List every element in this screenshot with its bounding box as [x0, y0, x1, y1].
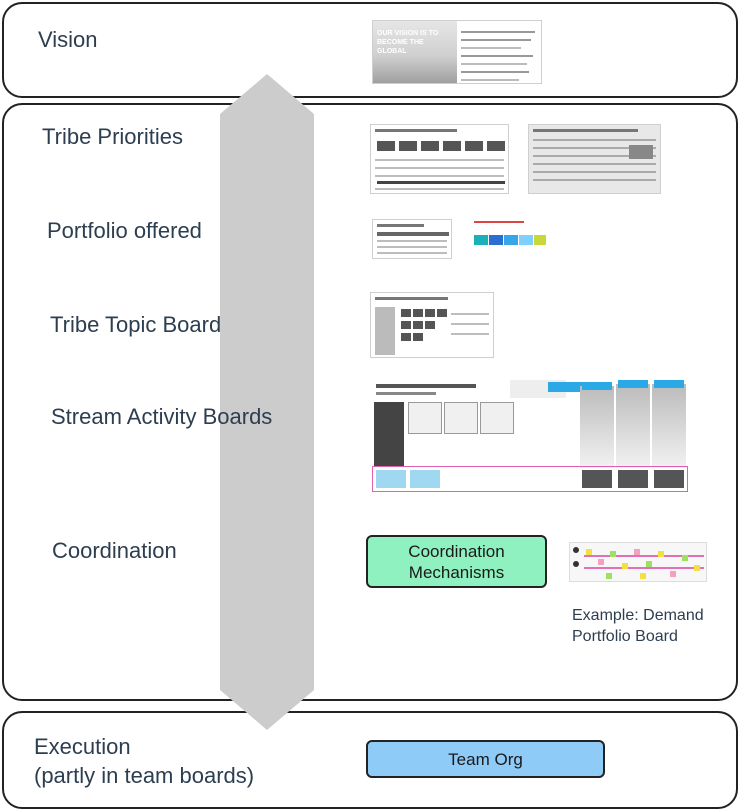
team-org-box: Team Org [366, 740, 605, 778]
vision-label: Vision [38, 27, 98, 52]
vision-panel [2, 2, 738, 98]
coordination-label: Coordination [52, 538, 177, 563]
tribe-priorities-label: Tribe Priorities [42, 124, 183, 149]
city-photo [373, 21, 457, 83]
vision-image-thumbnail: OUR VISION IS TO BECOME THE GLOBAL [372, 20, 542, 84]
tribe-priorities-thumbnail-2 [528, 124, 661, 194]
tribe-topic-board-thumbnail [370, 292, 494, 358]
example-caption-line1: Example: Demand [572, 607, 704, 624]
vision-image-line2: BECOME THE [377, 39, 424, 46]
demand-portfolio-board-thumbnail [569, 542, 707, 582]
tribe-topic-board-label: Tribe Topic Board [50, 312, 222, 337]
coordination-mechanisms-line2: Mechanisms [408, 562, 505, 582]
stream-activity-boards-label: Stream Activity Boards [51, 404, 273, 429]
example-caption: Example: Demand Portfolio Board [572, 605, 704, 647]
example-caption-line2: Portfolio Board [572, 628, 678, 645]
vision-image-line3: GLOBAL [377, 48, 407, 55]
portfolio-offered-label: Portfolio offered [47, 218, 202, 243]
execution-label: Execution [34, 734, 131, 759]
execution-sub-label: (partly in team boards) [34, 763, 255, 788]
team-org-label: Team Org [448, 749, 523, 769]
tribe-priorities-thumbnail-1 [370, 124, 509, 194]
portfolio-thumbnail-1 [372, 219, 452, 259]
stream-activity-boards-thumbnail [372, 378, 692, 494]
vision-image-text: OUR VISION IS TO BECOME THE GLOBAL [377, 29, 438, 56]
vertical-double-arrow [220, 74, 314, 730]
portfolio-thumbnail-2 [472, 219, 548, 257]
coordination-mechanisms-box: Coordination Mechanisms [366, 535, 547, 588]
coordination-mechanisms-line1: Coordination [408, 541, 505, 561]
vision-image-line1: OUR VISION IS TO [377, 30, 439, 37]
